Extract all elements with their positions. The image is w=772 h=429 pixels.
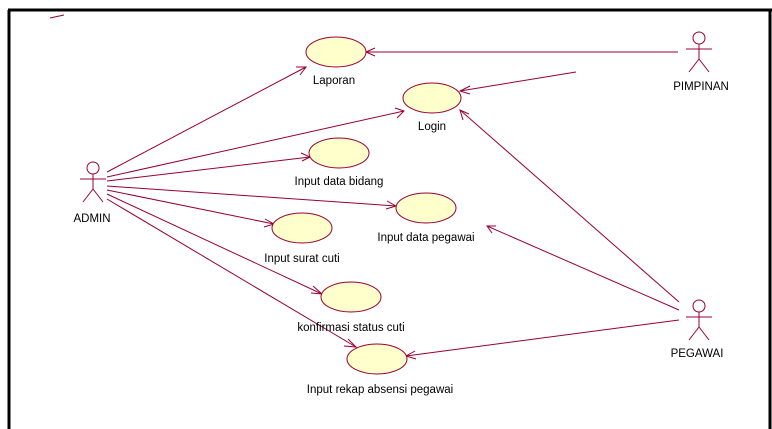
- assoc-pegawai-input-rekap-absensi: [404, 319, 680, 360]
- assoc-admin-konfirmasi-status-cuti: [106, 193, 324, 295]
- actor-pimpinan[interactable]: PIMPINAN: [673, 31, 729, 93]
- use-case-input-surat-cuti[interactable]: Input surat cuti: [264, 212, 340, 265]
- actor-pegawai-label: PEGAWAI: [671, 348, 724, 360]
- actor-pimpinan-icon: [686, 31, 712, 73]
- use-case-login-ellipse: [402, 82, 462, 114]
- use-case-input-rekap-absensi-pegawai-label: Input rekap absensi pegawai: [307, 384, 453, 396]
- use-case-input-data-pegawai-label: Input data pegawai: [377, 232, 474, 244]
- use-case-konfirmasi-status-cuti[interactable]: konfirmasi status cuti: [297, 281, 405, 334]
- use-case-input-surat-cuti-label: Input surat cuti: [264, 253, 339, 265]
- assoc-pimpinan-login: [458, 71, 577, 95]
- use-case-input-surat-cuti-ellipse: [271, 212, 333, 244]
- use-case-input-data-bidang-label: Input data bidang: [295, 176, 384, 188]
- actor-admin-icon: [80, 161, 106, 203]
- use-case-input-rekap-absensi-pegawai-ellipse: [346, 343, 408, 375]
- associations: [106, 47, 680, 360]
- assoc-admin-laporan: [106, 66, 307, 173]
- use-case-input-data-pegawai-ellipse: [395, 192, 457, 224]
- use-case-input-data-pegawai[interactable]: Input data pegawai: [377, 192, 475, 244]
- stray-mark: [49, 14, 65, 19]
- use-case-laporan-ellipse: [305, 36, 367, 68]
- assoc-admin-input-rekap-absensi: [106, 198, 358, 348]
- assoc-admin-input-data-bidang: [106, 152, 312, 182]
- use-case-login-label: Login: [418, 121, 446, 133]
- assoc-pimpinan-laporan: [364, 47, 678, 57]
- use-case-input-data-bidang-ellipse: [308, 137, 370, 169]
- assoc-admin-input-data-pegawai: [106, 185, 398, 210]
- assoc-pegawai-input-data-pegawai: [486, 225, 680, 311]
- actor-pimpinan-label: PIMPINAN: [673, 81, 729, 93]
- actor-pegawai[interactable]: PEGAWAI: [671, 299, 724, 360]
- actor-admin[interactable]: ADMIN: [73, 161, 111, 225]
- use-case-input-data-bidang[interactable]: Input data bidang: [295, 137, 384, 188]
- use-case-laporan-label: Laporan: [313, 75, 355, 87]
- assoc-pegawai-login: [459, 109, 680, 303]
- diagram-frame: [7, 8, 772, 429]
- use-case-konfirmasi-status-cuti-label: konfirmasi status cuti: [297, 322, 404, 334]
- use-case-laporan[interactable]: Laporan: [305, 36, 367, 87]
- assoc-admin-login: [106, 107, 405, 178]
- use-case-input-rekap-absensi-pegawai[interactable]: Input rekap absensi pegawai: [307, 343, 453, 396]
- actor-admin-label: ADMIN: [73, 213, 110, 225]
- use-case-login[interactable]: Login: [402, 82, 462, 133]
- use-case-konfirmasi-status-cuti-ellipse: [320, 281, 382, 313]
- actor-pegawai-icon: [686, 299, 712, 341]
